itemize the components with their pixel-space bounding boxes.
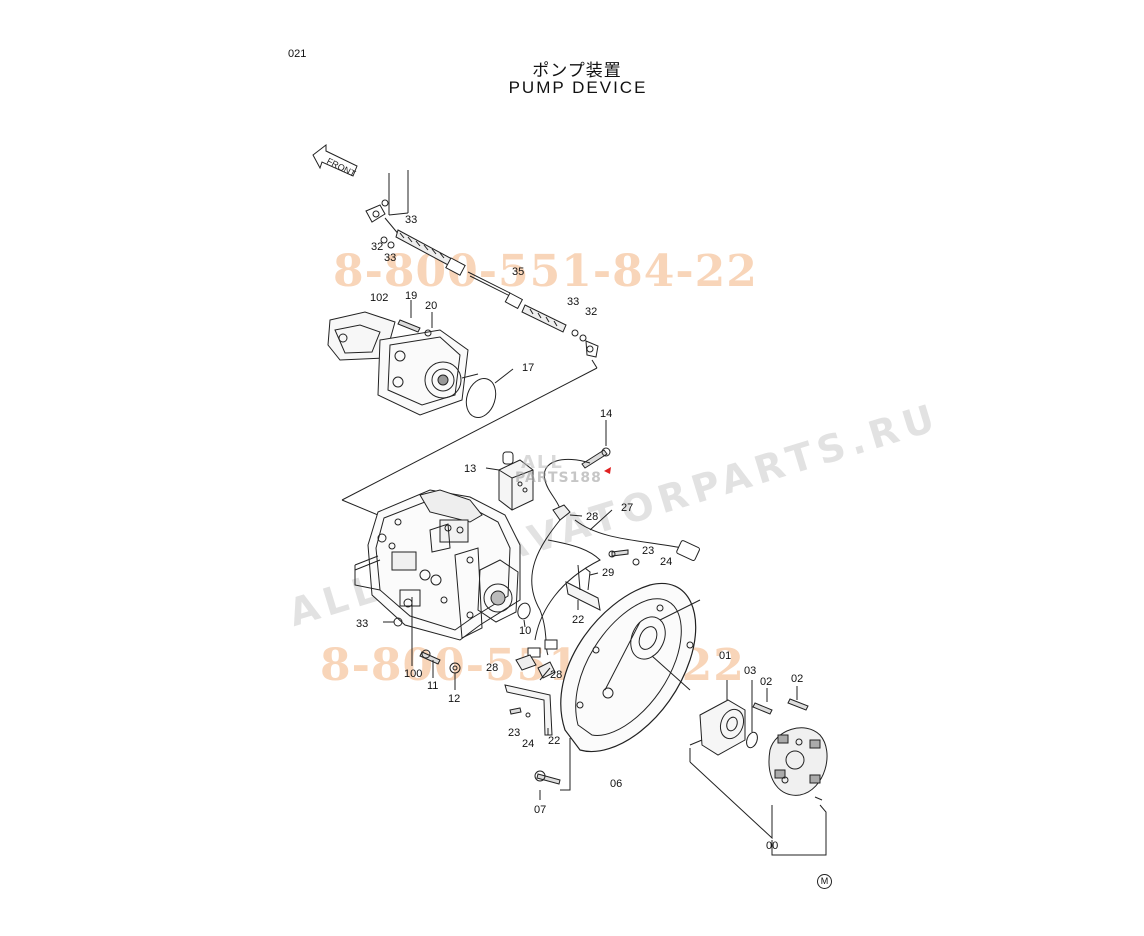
callout-102: 102: [370, 292, 389, 304]
callout-33: 33: [356, 618, 369, 630]
callout-33: 33: [384, 252, 397, 264]
callout-03: 03: [744, 665, 757, 677]
bolt-14: [581, 420, 611, 469]
callout-13: 13: [464, 463, 477, 475]
callout-22: 22: [548, 735, 561, 747]
callout-14: 14: [600, 408, 613, 420]
logo-watermark-top: ALL: [521, 452, 564, 473]
callout-12: 12: [448, 693, 461, 705]
callout-23: 23: [508, 727, 521, 739]
callout-02: 02: [791, 673, 804, 685]
callout-29: 29: [602, 567, 615, 579]
coupling-hub: [689, 680, 746, 756]
clamp-28: [515, 504, 583, 679]
callout-32: 32: [585, 306, 598, 318]
callout-00: 00: [766, 840, 779, 852]
callout-33: 33: [405, 214, 418, 226]
bolt-100: [411, 597, 461, 690]
snap-ring: [746, 680, 758, 749]
control-cable-assembly: [365, 199, 599, 358]
callout-28: 28: [550, 669, 563, 681]
callout-35: 35: [512, 266, 525, 278]
callout-100: 100: [404, 668, 423, 680]
page-code: 021: [288, 48, 307, 60]
red-marker: [604, 467, 611, 474]
callout-23: 23: [642, 545, 655, 557]
bolt-23-upper: [608, 549, 640, 566]
callout-28: 28: [486, 662, 499, 674]
reference-lines-coupling: [689, 748, 827, 856]
coupling-element: [768, 727, 828, 801]
sensor-block: [485, 451, 534, 511]
revision-mark: M: [817, 874, 832, 889]
logo-watermark-bottom: PARTS188: [515, 470, 602, 486]
flywheel-housing: [560, 582, 701, 753]
callout-24: 24: [522, 738, 535, 750]
title-english: PUMP DEVICE: [508, 78, 648, 97]
bracket-22-lower: [504, 667, 553, 736]
bracket-22-upper: [565, 564, 601, 611]
callout-28: 28: [586, 511, 599, 523]
bolt-07: [534, 738, 571, 800]
callout-27: 27: [621, 502, 634, 514]
callout-32: 32: [371, 241, 384, 253]
main-hydraulic-pump: [354, 489, 521, 641]
wiring-harness: [527, 458, 700, 658]
front-arrow-icon: FRONT: [312, 143, 358, 179]
callout-07: 07: [534, 804, 547, 816]
callout-22: 22: [572, 614, 585, 626]
callout-11: 11: [427, 680, 439, 692]
callout-20: 20: [425, 300, 438, 312]
gear-pump: [327, 311, 514, 419]
o-ring-10: [517, 602, 531, 628]
callout-19: 19: [405, 290, 418, 302]
callout-01: 01: [719, 650, 732, 662]
callout-24: 24: [660, 556, 673, 568]
callout-33: 33: [567, 296, 580, 308]
callout-06: 06: [610, 778, 623, 790]
watermark-phone-top: 8-800-551-84-22: [333, 246, 758, 297]
cable-bracket: [388, 170, 409, 216]
logo-watermark: ALL PARTS188: [515, 452, 645, 488]
callout-17: 17: [522, 362, 535, 374]
bolt-19: [397, 300, 433, 337]
bolts-02: [752, 686, 809, 715]
callout-10: 10: [519, 625, 532, 637]
title-japanese: ポンプ装置: [532, 61, 622, 81]
callout-02: 02: [760, 676, 773, 688]
